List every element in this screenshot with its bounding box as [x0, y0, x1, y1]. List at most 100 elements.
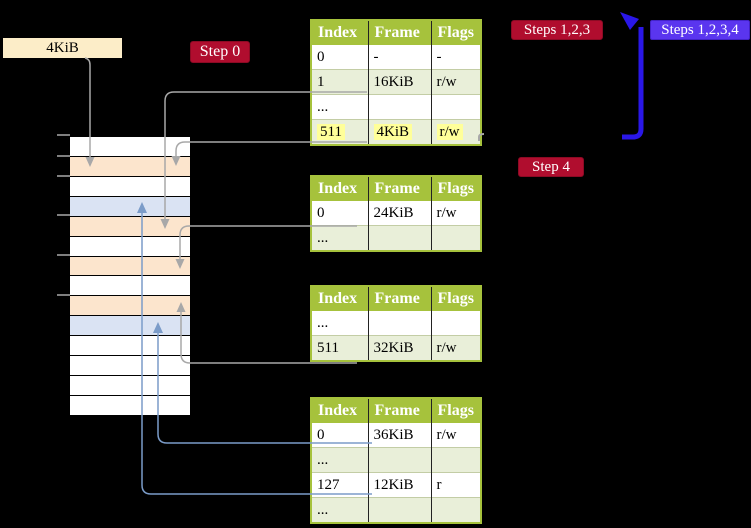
col-header-flags: Flags: [430, 398, 481, 423]
memory-cell-white: [70, 336, 190, 357]
table-header-row: Index Frame Flags: [311, 398, 481, 423]
label-steps-1-2-3: Steps 1,2,3: [511, 20, 603, 40]
address-tick: [57, 155, 70, 157]
cell-index: ...: [311, 447, 368, 473]
memory-cell-orange: [70, 296, 190, 317]
memory-cell-orange: [70, 156, 190, 177]
table-row: ...: [311, 447, 481, 473]
cell-frame: [367, 311, 431, 336]
cell-frame: 32KiB: [367, 335, 431, 361]
address-tick: [57, 214, 70, 216]
table-row: 127 12KiB r: [311, 472, 481, 498]
cell-index: ...: [311, 94, 368, 120]
cell-index: 0: [317, 204, 325, 221]
cell-frame: -: [367, 45, 431, 70]
cell-frame: [367, 497, 431, 523]
address-tick: [57, 134, 70, 136]
col-header-frame: Frame: [367, 398, 431, 423]
col-header-index: Index: [311, 398, 368, 423]
table-header-row: Index Frame Flags: [311, 20, 481, 45]
col-header-flags: Flags: [430, 176, 481, 201]
cell-flags: r/w: [430, 119, 481, 145]
cell-frame: 4KiB: [367, 119, 431, 145]
cell-flags: [430, 311, 481, 336]
col-header-index: Index: [311, 286, 368, 311]
memory-cell-white: [70, 356, 190, 377]
memory-cell-orange: [70, 216, 190, 237]
col-header-flags: Flags: [430, 20, 481, 45]
cell-flags: [430, 94, 481, 120]
memory-cell-white: [70, 276, 190, 297]
cell-frame: 12KiB: [367, 472, 431, 498]
cell-index: 511: [311, 335, 368, 361]
memory-cell-orange: [70, 256, 190, 277]
page-size-box: 4KiB: [3, 38, 122, 58]
table-header-row: Index Frame Flags: [311, 286, 481, 311]
cell-index: 127: [311, 472, 368, 498]
arrow-loop-steps123-head: [620, 12, 639, 30]
page-table-3: Index Frame Flags ... 511 32KiB r/w: [310, 285, 482, 362]
col-header-index: Index: [311, 176, 368, 201]
cell-flags: -: [430, 45, 481, 70]
table-row: ...: [311, 311, 481, 336]
table-row-highlighted: 511 4KiB r/w: [311, 119, 481, 145]
page-table-2: Index Frame Flags 0 24KiB r/w ...: [310, 175, 482, 252]
cell-frame: [367, 94, 431, 120]
cell-flags: r/w: [430, 335, 481, 361]
cell-flags: r/w: [430, 423, 481, 448]
cell-index: ...: [311, 497, 368, 523]
cell-flags: r/w: [430, 201, 481, 226]
table-row: 0 36KiB r/w: [311, 423, 481, 448]
cell-frame: 36KiB: [367, 423, 431, 448]
label-steps-1-2-3-4: Steps 1,2,3,4: [650, 20, 750, 40]
col-header-flags: Flags: [430, 286, 481, 311]
cell-frame: [367, 225, 431, 251]
table-row: 1 16KiB r/w: [311, 69, 481, 95]
memory-stack: [70, 137, 190, 415]
cell-flags: r/w: [430, 69, 481, 95]
highlighted-value: 4KiB: [373, 123, 413, 140]
memory-cell-white: [70, 395, 190, 415]
memory-cell-white: [70, 176, 190, 197]
page-size-label: 4KiB: [46, 39, 79, 56]
label-step-0: Step 0: [190, 41, 250, 63]
col-header-frame: Frame: [367, 286, 431, 311]
arrow-loop-steps123: [622, 27, 644, 140]
table-row: ...: [311, 94, 481, 120]
cell-index: 0: [317, 426, 325, 443]
table-header-row: Index Frame Flags: [311, 176, 481, 201]
cell-frame: 24KiB: [367, 201, 431, 226]
table-row: ...: [311, 497, 481, 523]
cell-index: 511: [311, 119, 368, 145]
cell-index: ...: [317, 314, 329, 331]
table-row: 511 32KiB r/w: [311, 335, 481, 361]
memory-cell-white: [70, 137, 190, 157]
highlighted-value: r/w: [436, 123, 463, 140]
table-row: 0 - -: [311, 45, 481, 70]
label-step-4: Step 4: [518, 157, 584, 177]
col-header-frame: Frame: [367, 176, 431, 201]
col-header-frame: Frame: [367, 20, 431, 45]
page-table-4: Index Frame Flags 0 36KiB r/w ... 127 12…: [310, 397, 482, 524]
memory-cell-blue: [70, 316, 190, 337]
memory-cell-blue: [70, 196, 190, 217]
address-tick: [57, 294, 70, 296]
cell-flags: [430, 497, 481, 523]
cell-index: 0: [317, 48, 325, 65]
cell-index: ...: [311, 225, 368, 251]
cell-flags: [430, 447, 481, 473]
cell-frame: [367, 447, 431, 473]
address-tick: [57, 175, 70, 177]
cell-frame: 16KiB: [367, 69, 431, 95]
col-header-index: Index: [311, 20, 368, 45]
highlighted-value: 511: [317, 123, 345, 140]
memory-cell-white: [70, 376, 190, 396]
address-tick: [57, 254, 70, 256]
table-row: ...: [311, 225, 481, 251]
table-row: 0 24KiB r/w: [311, 201, 481, 226]
page-table-1: Index Frame Flags 0 - - 1 16KiB r/w ... …: [310, 19, 482, 146]
cell-index: 1: [311, 69, 368, 95]
cell-flags: r: [430, 472, 481, 498]
memory-cell-white: [70, 236, 190, 257]
